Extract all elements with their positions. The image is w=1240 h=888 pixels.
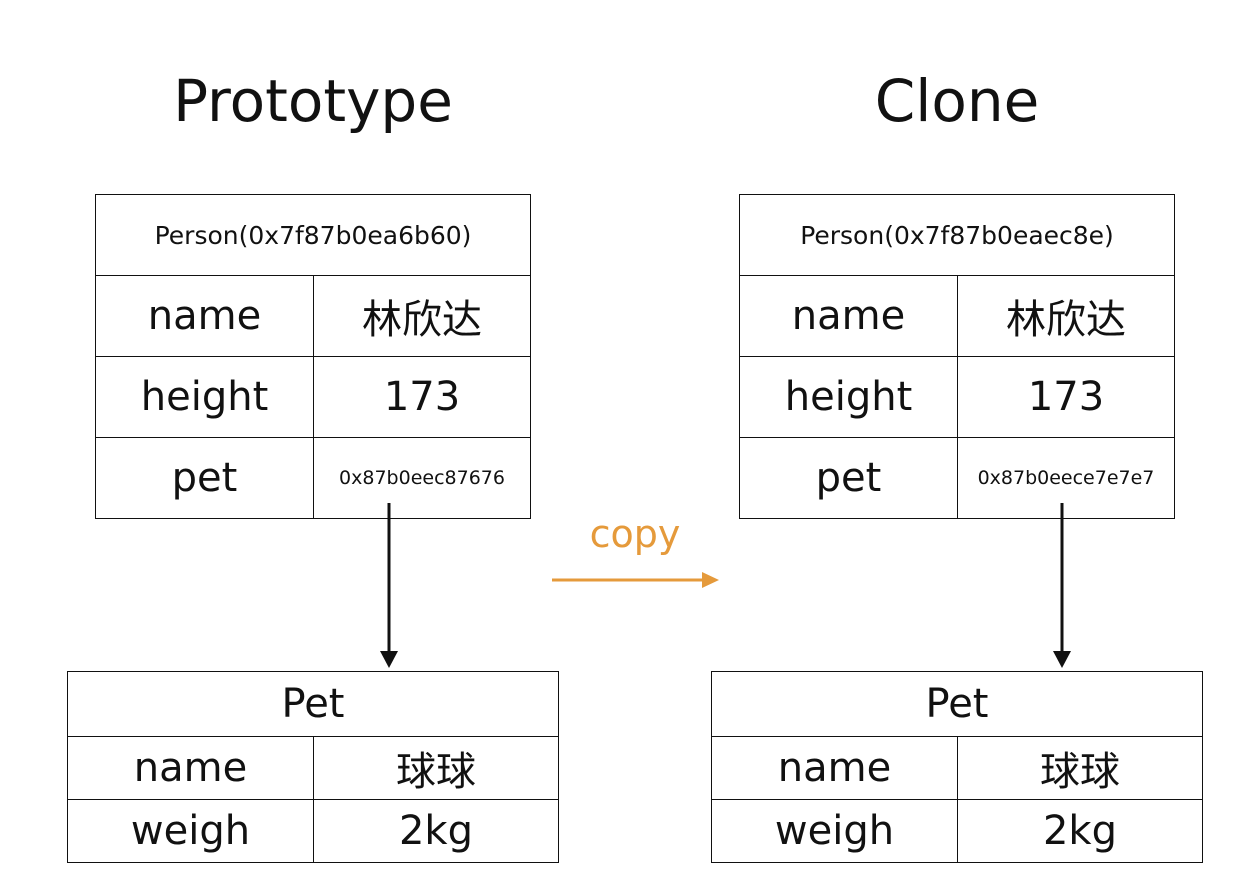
table-row: pet 0x87b0eec87676 — [95, 437, 532, 519]
clone-person-pet-value: 0x87b0eece7e7e7 — [957, 437, 1175, 519]
clone-pet-table: Pet name 球球 weigh 2kg — [711, 671, 1203, 863]
clone-pet-weigh-value: 2kg — [957, 799, 1203, 863]
clone-person-name-value: 林欣达 — [957, 275, 1175, 357]
clone-title: Clone — [874, 67, 1040, 135]
clone-pet-pointer-arrow — [1053, 503, 1071, 668]
prototype-pet-table: Pet name 球球 weigh 2kg — [67, 671, 559, 863]
prototype-pet-name-value: 球球 — [313, 736, 559, 800]
prototype-person-table: Person(0x7f87b0ea6b60) name 林欣达 height 1… — [94, 194, 532, 519]
clone-person-header: Person(0x7f87b0eaec8e) — [739, 194, 1175, 276]
prototype-person-pet-value: 0x87b0eec87676 — [312, 437, 532, 519]
copy-label: copy — [589, 512, 681, 556]
prototype-person-height-value: 173 — [312, 356, 532, 438]
table-row: name 球球 — [711, 736, 1203, 800]
prototype-title: Prototype — [173, 67, 453, 135]
table-row: name 林欣达 — [95, 275, 532, 357]
prototype-pet-weigh-value: 2kg — [313, 799, 559, 863]
table-row: pet 0x87b0eece7e7e7 — [739, 437, 1175, 519]
prototype-person-height-key: height — [95, 356, 314, 438]
table-row: height 173 — [95, 356, 532, 438]
clone-pet-name-key: name — [711, 736, 958, 800]
clone-person-height-value: 173 — [957, 356, 1175, 438]
table-row: weigh 2kg — [67, 799, 559, 863]
table-row: height 173 — [739, 356, 1175, 438]
clone-pet-weigh-key: weigh — [711, 799, 958, 863]
table-row: weigh 2kg — [711, 799, 1203, 863]
prototype-person-name-key: name — [95, 275, 314, 357]
prototype-pet-pointer-arrow — [380, 503, 398, 668]
clone-person-height-key: height — [739, 356, 958, 438]
clone-pet-header: Pet — [711, 671, 1203, 737]
clone-person-pet-key: pet — [739, 437, 958, 519]
clone-pet-name-value: 球球 — [957, 736, 1203, 800]
clone-person-table: Person(0x7f87b0eaec8e) name 林欣达 height 1… — [739, 194, 1175, 519]
prototype-person-header: Person(0x7f87b0ea6b60) — [94, 194, 532, 276]
prototype-person-pet-key: pet — [95, 437, 314, 519]
copy-arrow — [552, 572, 719, 588]
prototype-pet-weigh-key: weigh — [67, 799, 314, 863]
